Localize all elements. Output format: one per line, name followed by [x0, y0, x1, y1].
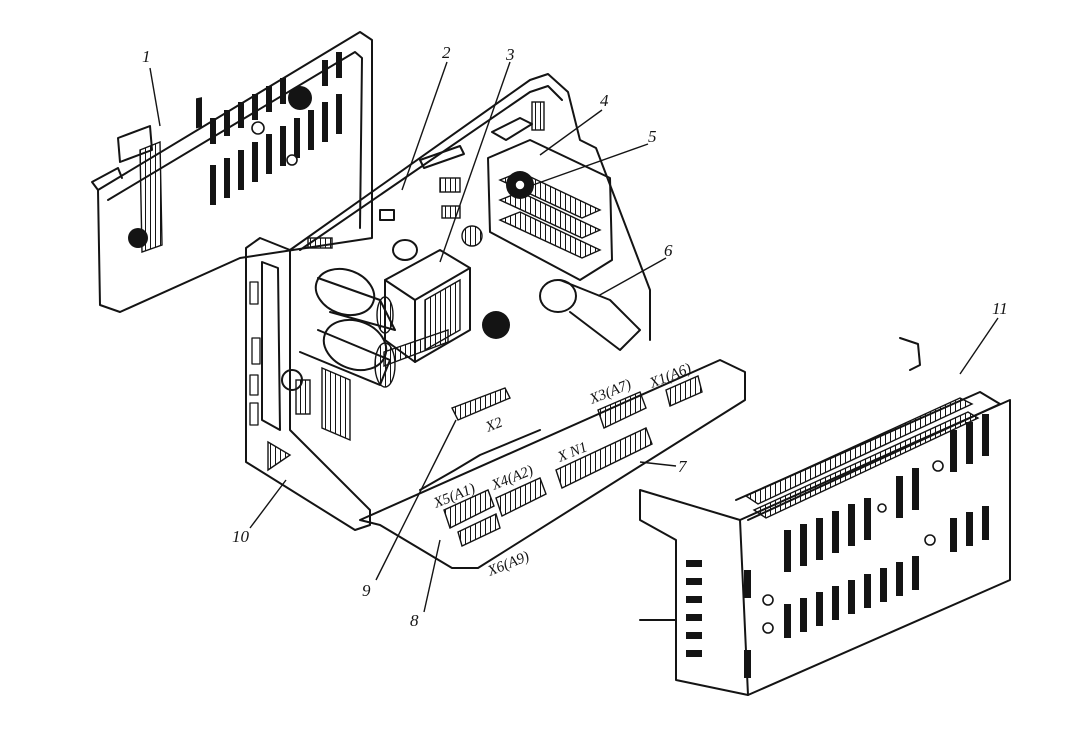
callout-9: 9: [362, 581, 371, 600]
connector-board-part-8: [359, 359, 746, 569]
connector-x1: [665, 375, 703, 407]
rear-panel-slots: [196, 52, 342, 205]
top-cover-part-11: [639, 337, 1011, 696]
callout-10: 10: [232, 527, 250, 546]
rear-panel-part-1: [91, 31, 373, 313]
connector-x4: [495, 477, 547, 517]
connector-x6: [457, 513, 501, 547]
connector-xn1: [555, 427, 653, 489]
connector-x2: [451, 387, 511, 421]
callout-6: 6: [664, 241, 673, 260]
callout-1: 1: [142, 47, 151, 66]
callout-2: 2: [442, 43, 451, 62]
heatsink-part-4: [487, 139, 613, 281]
callout-11: 11: [992, 299, 1008, 318]
cover-side-slots: [686, 414, 989, 678]
label-x6: X6(A9): [485, 549, 532, 580]
main-board-part-2: [281, 101, 641, 442]
callout-numbers: 1 2 3 4 5 6 7 8 9 10 11: [142, 43, 1008, 630]
mount-screw-icon: [128, 228, 148, 248]
callout-5: 5: [648, 127, 657, 146]
large-capacitors: [299, 267, 396, 388]
connector-x3: [597, 391, 647, 429]
cylinder-part-6: [482, 279, 641, 351]
leader-lines: [149, 61, 999, 613]
cover-top-grille: [744, 397, 980, 519]
mount-screw-icon: [288, 86, 312, 110]
connector-x5: [443, 489, 495, 529]
callout-8: 8: [410, 611, 419, 630]
transformer-part-3: [384, 239, 471, 363]
callout-7: 7: [678, 457, 688, 476]
small-component-part-5: [491, 117, 533, 141]
callout-4: 4: [600, 91, 609, 110]
label-x2: X2: [483, 414, 506, 436]
callout-3: 3: [505, 45, 515, 64]
